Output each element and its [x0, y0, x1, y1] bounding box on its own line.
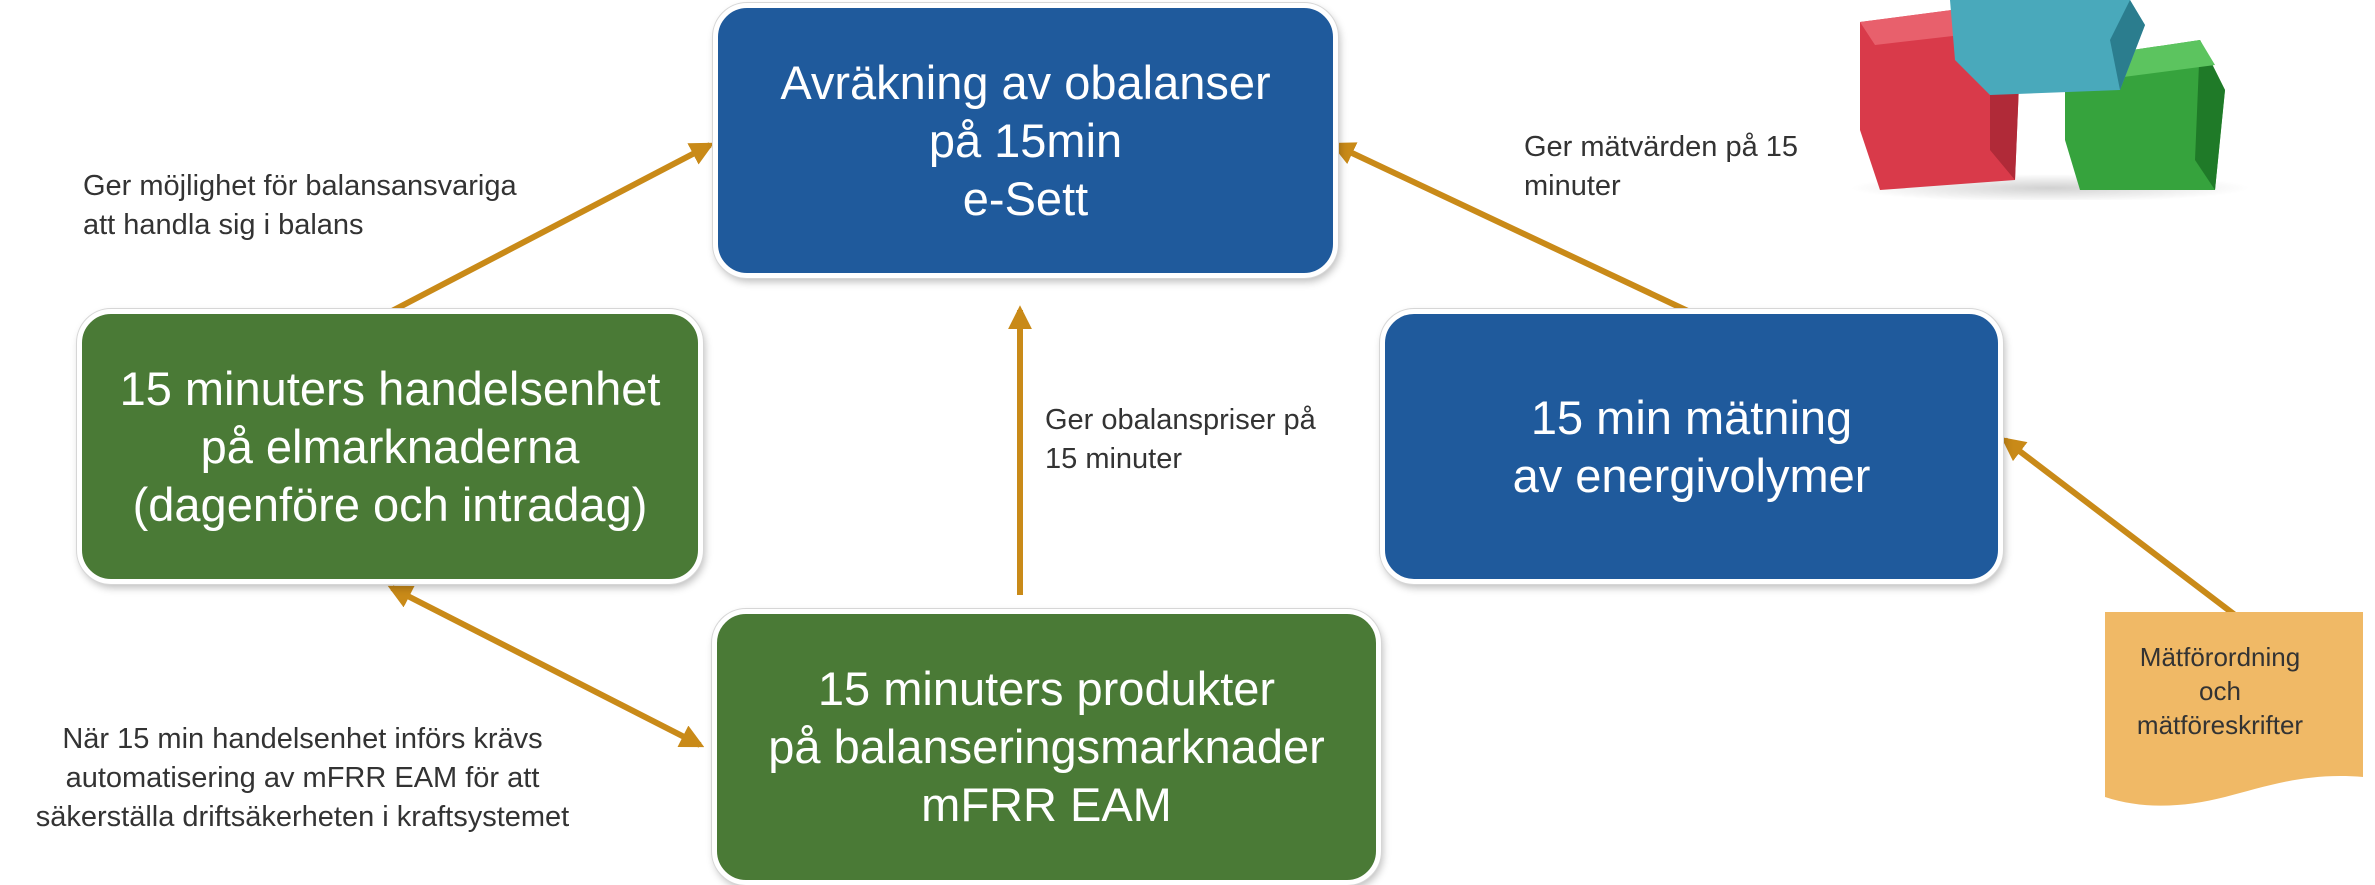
settlement-box: Avräkning av obalanser på 15min e-Sett — [713, 3, 1338, 278]
settlement-line-2: på 15min — [928, 113, 1123, 167]
trading-unit-line-1: 15 minuters handelsenhet — [119, 361, 661, 415]
arrow-trading-products-bidirectional — [387, 585, 705, 748]
balancing-products-line-2: på balanseringsmarknader — [768, 720, 1325, 773]
balancing-products-box: 15 minuters produkter på balanseringsmar… — [712, 609, 1381, 885]
note-automation-line-2: automatisering av mFRR EAM för att — [65, 762, 540, 794]
note-meter-values-line-2: minuter — [1524, 170, 1621, 202]
trading-unit-line-2: på elmarknaderna — [200, 419, 580, 473]
metering-box: 15 min mätning av energivolymer — [1380, 309, 2003, 584]
arrow-metering-to-settlement — [1330, 142, 1692, 315]
document-line-2: och — [2199, 676, 2241, 706]
note-trading-possibility: Ger möjlighet för balansansvariga att ha… — [83, 167, 517, 245]
note-automation-line-1: När 15 min handelsenhet införs krävs — [62, 723, 543, 755]
arrow-document-to-metering — [2001, 437, 2237, 618]
document-line-3: mätföreskrifter — [2136, 710, 2304, 740]
settlement-line-3: e-Sett — [962, 171, 1089, 225]
document-line-1: Mätförordning — [2139, 642, 2301, 672]
trading-unit-box: 15 minuters handelsenhet på elmarknadern… — [77, 309, 703, 584]
note-imbalance-prices: Ger obalanspriser på 15 minuter — [1045, 401, 1316, 479]
note-imbalance-prices-line-2: 15 minuter — [1045, 443, 1183, 475]
note-meter-values: Ger mätvärden på 15 minuter — [1524, 128, 1798, 206]
note-meter-values-line-1: Ger mätvärden på 15 — [1524, 131, 1799, 163]
settlement-line-1: Avräkning av obalanser — [780, 55, 1271, 109]
arrow-trading-to-settlement — [388, 142, 715, 315]
toy-blocks-icon — [1850, 0, 2250, 200]
metering-line-2: av energivolymer — [1512, 448, 1871, 502]
metering-line-1: 15 min mätning — [1530, 390, 1853, 444]
balancing-products-line-3: mFRR EAM — [921, 778, 1172, 831]
document-label: Mätförordning och mätföreskrifter — [2105, 640, 2335, 742]
trading-unit-line-3: (dagenföre och intradag) — [132, 477, 648, 531]
note-trading-possibility-line-2: att handla sig i balans — [83, 209, 364, 241]
note-automation-line-3: säkerställa driftsäkerheten i kraftsyste… — [35, 801, 570, 833]
note-imbalance-prices-line-1: Ger obalanspriser på — [1045, 404, 1316, 436]
note-trading-possibility-line-1: Ger möjlighet för balansansvariga — [83, 170, 517, 202]
balancing-products-line-1: 15 minuters produkter — [817, 662, 1276, 715]
note-automation: När 15 min handelsenhet införs krävs aut… — [5, 720, 600, 837]
document-icon — [2105, 612, 2363, 806]
